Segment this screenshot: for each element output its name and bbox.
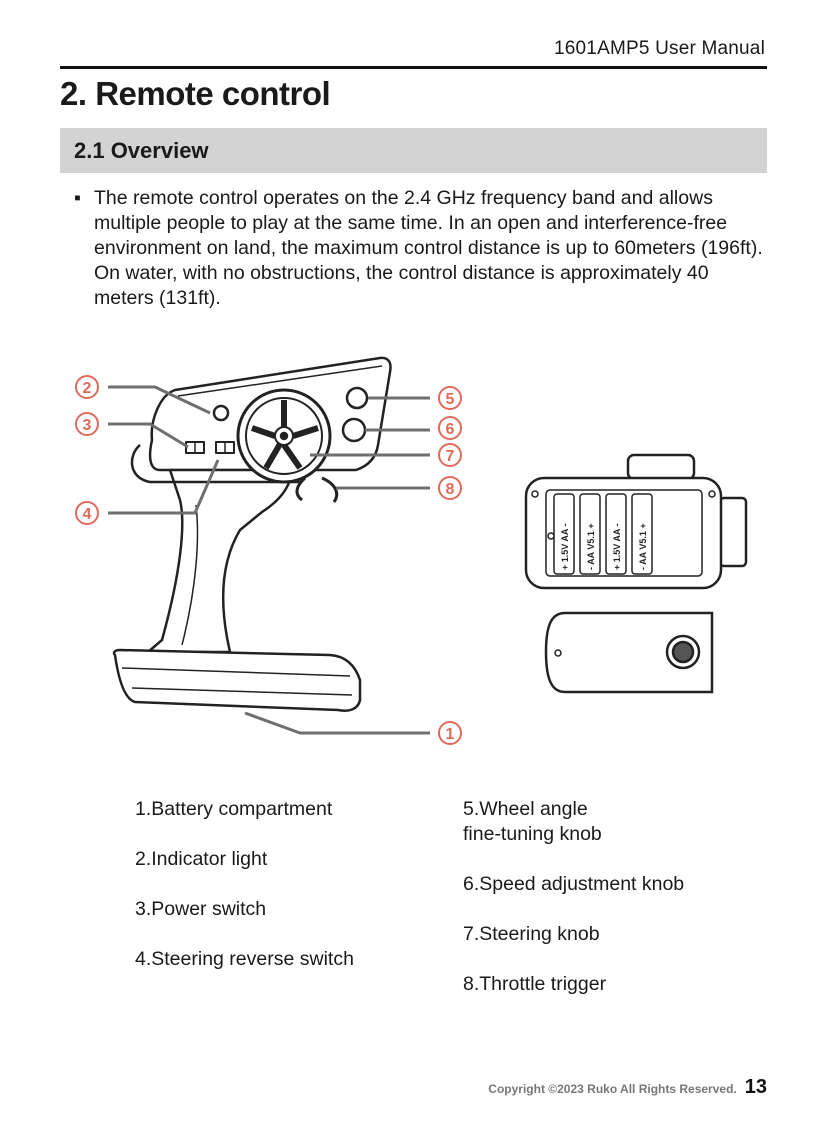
legend-item-2: 2.Indicator light — [135, 848, 268, 870]
battery-labels: + 1.5V AA - - AA V5.1 + + 1.5V AA - - AA… — [560, 523, 648, 570]
svg-text:+ 1.5V AA -: + 1.5V AA - — [560, 523, 570, 570]
header-manual-title: 1601AMP5 User Manual — [554, 38, 765, 59]
callout-8: 8 — [438, 476, 462, 500]
legend-item-6: 6.Speed adjustment knob — [463, 873, 685, 895]
remote-control-figure: 2 3 4 5 6 7 8 1 + 1.5V AA - - AA V5.1 + … — [75, 356, 748, 745]
page-number: 13 — [744, 1076, 767, 1098]
svg-text:2: 2 — [83, 380, 92, 397]
legend-item-5-cont: fine-tuning knob — [463, 823, 602, 845]
battery-cover-closed — [544, 611, 714, 694]
svg-text:7: 7 — [446, 448, 455, 465]
legend-left: 1.Battery compartment 2.Indicator light … — [135, 797, 354, 972]
svg-text:4: 4 — [83, 506, 92, 523]
battery-compartment-open — [524, 453, 748, 590]
legend-item-7: 7.Steering knob — [463, 923, 600, 945]
leader-lines — [108, 385, 430, 735]
section-header-bar: 2.1 Overview — [60, 128, 767, 173]
svg-text:- AA V5.1 +: - AA V5.1 + — [638, 523, 648, 570]
page-footer: Copyright ©2023 Ruko All Rights Reserved… — [488, 1076, 767, 1099]
callout-5: 5 — [438, 386, 462, 410]
svg-text:6: 6 — [446, 421, 455, 438]
section-title: 2.1 Overview — [74, 138, 209, 163]
legend-item-3: 3.Power switch — [135, 898, 267, 920]
svg-text:1: 1 — [446, 726, 455, 743]
transmitter-illustration — [112, 356, 392, 712]
svg-text:8: 8 — [446, 481, 455, 498]
callout-3: 3 — [75, 412, 99, 436]
legend-item-1: 1.Battery compartment — [135, 798, 333, 820]
callout-4: 4 — [75, 501, 99, 525]
svg-text:5: 5 — [446, 391, 455, 408]
overview-text: The remote control operates on the 2.4 G… — [94, 187, 763, 309]
svg-text:- AA V5.1 +: - AA V5.1 + — [586, 523, 596, 570]
svg-text:+ 1.5V AA -: + 1.5V AA - — [612, 523, 622, 570]
legend-item-4: 4.Steering reverse switch — [135, 948, 354, 970]
header-rule — [60, 66, 767, 69]
callout-1: 1 — [438, 721, 462, 745]
legend-item-8: 8.Throttle trigger — [463, 973, 607, 995]
copyright-notice: Copyright ©2023 Ruko All Rights Reserved… — [488, 1082, 737, 1096]
page-title: 2. Remote control — [60, 75, 331, 112]
overview-paragraph: ▪ The remote control operates on the 2.4… — [74, 186, 764, 311]
legend-item-5: 5.Wheel angle — [463, 798, 588, 820]
bullet-marker: ▪ — [74, 187, 81, 209]
callout-6: 6 — [438, 416, 462, 440]
legend-right: 5.Wheel angle fine-tuning knob 6.Speed a… — [463, 797, 684, 997]
svg-text:3: 3 — [83, 417, 92, 434]
callout-2: 2 — [75, 375, 99, 399]
callout-7: 7 — [438, 443, 462, 467]
